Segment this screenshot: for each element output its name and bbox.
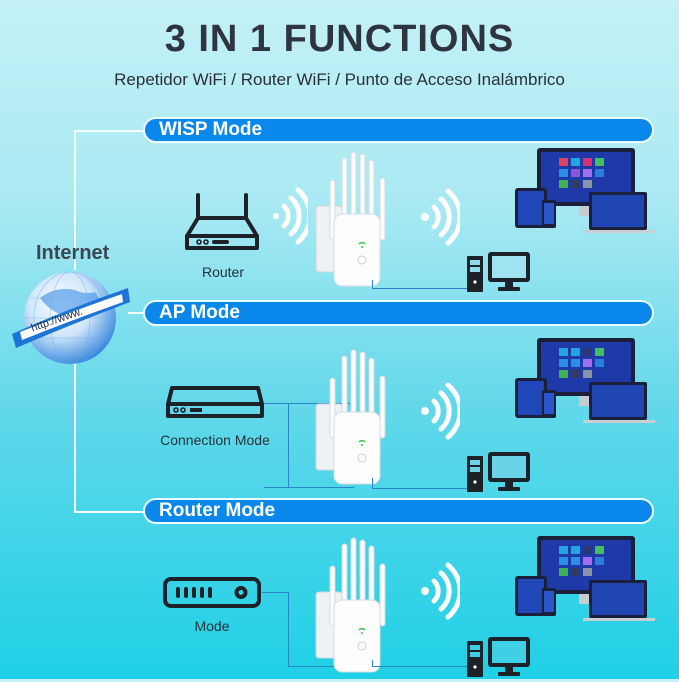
- ethernet-cable: [372, 280, 373, 288]
- router-icon: [183, 190, 263, 261]
- source-label: Connection Mode: [160, 432, 270, 448]
- connector-line: [74, 130, 76, 270]
- wifi-repeater-device: [312, 536, 398, 679]
- mode-title: WISP Mode: [159, 119, 263, 140]
- wifi-repeater-device: [312, 150, 398, 293]
- page-title: 3 IN 1 FUNCTIONS: [164, 18, 515, 60]
- ethernet-cable: [372, 488, 468, 489]
- wifi-signal-icon: [420, 560, 463, 627]
- ethernet-cable: [372, 660, 373, 666]
- ethernet-cable: [372, 478, 373, 488]
- ethernet-cable: [262, 592, 288, 593]
- wifi-repeater-device: [312, 348, 398, 491]
- wifi-signal-icon: [272, 186, 313, 251]
- switch-icon: [162, 576, 262, 615]
- ethernet-cable: [372, 666, 468, 667]
- ethernet-cable: [264, 403, 354, 488]
- desktop-pc-icon: [467, 252, 531, 297]
- desktop-pc-icon: [467, 637, 531, 682]
- connector-line: [128, 312, 144, 314]
- desktop-pc-icon: [467, 452, 531, 497]
- client-devices-icon: [515, 148, 655, 245]
- client-devices-icon: [515, 338, 655, 435]
- page-subtitle: Repetidor WiFi / Router WiFi / Punto de …: [114, 70, 565, 89]
- modem-icon: [164, 384, 266, 425]
- mode-header-router: Router Mode: [143, 498, 654, 524]
- mode-header-ap: AP Mode: [143, 300, 654, 326]
- ethernet-cable: [288, 592, 289, 666]
- source-label: Mode: [194, 618, 230, 634]
- connector-line: [74, 360, 76, 512]
- ethernet-cable: [288, 403, 289, 488]
- wifi-signal-icon: [420, 186, 463, 253]
- ethernet-cable: [372, 288, 468, 289]
- mode-title: Router Mode: [159, 500, 276, 521]
- mode-title: AP Mode: [159, 302, 240, 323]
- globe-icon: http://www.: [10, 268, 130, 368]
- ethernet-cable: [288, 666, 358, 667]
- connector-line: [74, 511, 144, 513]
- wifi-signal-icon: [420, 380, 463, 447]
- source-label: Router: [201, 264, 245, 280]
- connector-line: [74, 130, 144, 132]
- client-devices-icon: [515, 536, 655, 633]
- mode-header-wisp: WISP Mode: [143, 117, 654, 143]
- internet-label: Internet: [36, 242, 110, 264]
